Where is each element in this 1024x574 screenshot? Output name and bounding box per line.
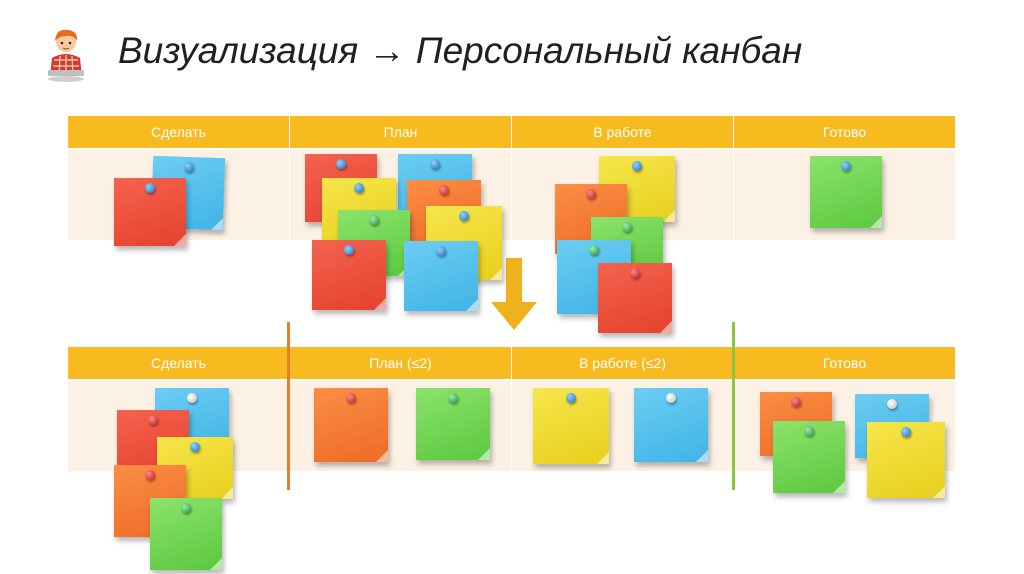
pin-icon (336, 159, 346, 169)
sticky-note (533, 388, 609, 464)
column-header-done: Готово (734, 347, 955, 379)
pin-icon (439, 185, 449, 195)
sticky-note (114, 178, 186, 246)
pin-icon (354, 183, 364, 193)
sticky-note (150, 498, 222, 570)
pin-icon (145, 183, 155, 193)
pin-icon (901, 427, 911, 437)
pin-icon (187, 393, 197, 403)
pin-icon (586, 189, 596, 199)
column-header-plan: План (290, 116, 512, 148)
sticky-note (867, 422, 945, 498)
sticky-note (773, 421, 845, 493)
pin-icon (346, 393, 356, 403)
pin-icon (183, 161, 195, 173)
down-arrow-icon (491, 258, 537, 330)
pin-icon (566, 393, 576, 403)
sticky-note (598, 263, 672, 333)
pin-icon (436, 246, 446, 256)
sticky-note (312, 240, 386, 310)
column-header-in-progress-limit: В работе (≤2) (512, 347, 734, 379)
pin-icon (369, 215, 379, 225)
column-header-todo: Сделать (68, 116, 290, 148)
pin-icon (344, 245, 354, 255)
sticky-note (810, 156, 882, 228)
pin-icon (791, 397, 801, 407)
pin-icon (448, 393, 458, 403)
wip-limit-line-right (732, 322, 735, 490)
board-bottom-header: Сделать План (≤2) В работе (≤2) Готово (68, 347, 955, 379)
sticky-note (404, 241, 478, 311)
column-header-in-progress: В работе (512, 116, 734, 148)
pin-icon (430, 159, 440, 169)
board-top-header: Сделать План В работе Готово (68, 116, 955, 148)
pin-icon (181, 503, 191, 513)
pin-icon (190, 442, 200, 452)
pin-icon (841, 161, 851, 171)
sticky-note (314, 388, 388, 462)
wip-limit-line-left (287, 322, 290, 490)
column-header-done: Готово (734, 116, 955, 148)
pin-icon (622, 222, 632, 232)
pin-icon (589, 245, 599, 255)
pin-icon (630, 268, 640, 278)
pin-icon (145, 470, 155, 480)
sticky-note (634, 388, 708, 462)
sticky-note (416, 388, 490, 460)
pin-icon (666, 393, 676, 403)
column-header-plan-limit: План (≤2) (290, 347, 512, 379)
pin-icon (804, 426, 814, 436)
pin-icon (459, 211, 469, 221)
pin-icon (632, 161, 642, 171)
pin-icon (887, 399, 897, 409)
slide-title: Визуализация → Персональный канбан (118, 30, 803, 71)
column-header-todo: Сделать (68, 347, 290, 379)
pin-icon (148, 415, 158, 425)
presenter-icon (48, 29, 84, 82)
